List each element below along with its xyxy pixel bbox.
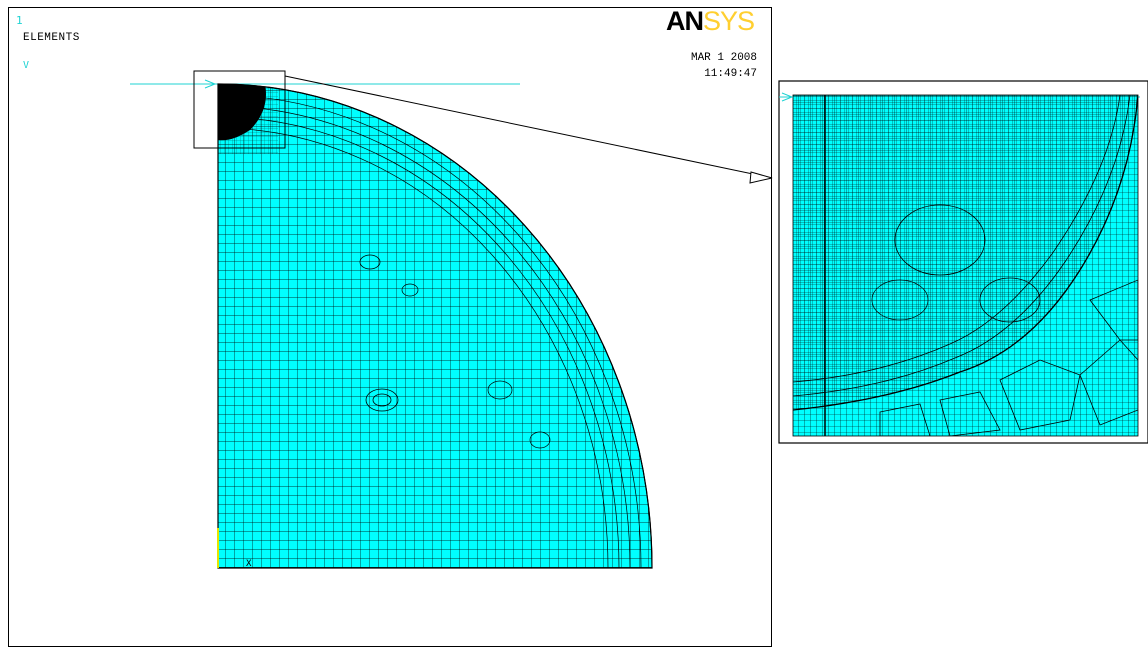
node-marker-icon	[204, 79, 217, 89]
plot-time: 11:49:47	[704, 68, 757, 80]
plot-title: ELEMENTS	[23, 32, 80, 44]
quarter-disc-mesh	[217, 83, 653, 569]
logo-sys: SYS	[703, 6, 755, 36]
axis-tag: V	[23, 60, 30, 71]
ansys-logo: ANSYS	[666, 6, 755, 36]
logo-an: AN	[666, 6, 704, 36]
window-number: 1	[16, 14, 23, 27]
zoom-detail-view	[778, 80, 1148, 444]
detail-selection-box	[193, 70, 286, 149]
triad-x-label: X	[246, 559, 252, 569]
plot-date: MAR 1 2008	[690, 52, 757, 64]
callout-arrow-icon	[284, 75, 773, 184]
